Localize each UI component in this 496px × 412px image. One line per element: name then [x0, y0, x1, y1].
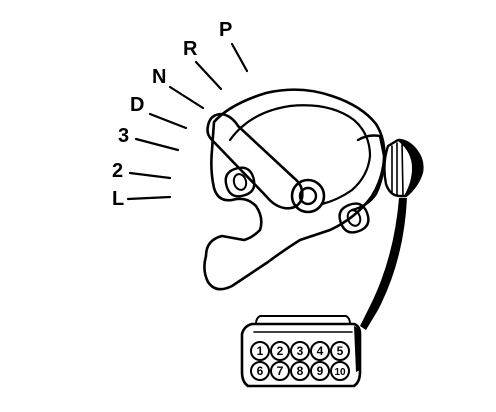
switch-rear-body [350, 134, 386, 212]
connector-10-pin: 1 2 3 4 5 6 7 8 9 10 [240, 315, 362, 388]
pin-3-circle [290, 341, 310, 361]
gear-leader-lines [126, 42, 249, 201]
pin-2-circle [270, 341, 290, 361]
leader-line-n [168, 85, 205, 110]
pin-7-circle [270, 361, 290, 381]
leader-line-l [126, 195, 172, 201]
leader-line-2 [128, 171, 172, 180]
wire-grommet [383, 138, 424, 198]
leader-line-r [194, 60, 223, 91]
leader-line-p [230, 42, 249, 73]
gear-label-3: 3 [118, 125, 129, 147]
pin-8-label: 8 [297, 364, 304, 378]
pin-7-label: 7 [277, 364, 284, 378]
gear-label-p: P [219, 19, 232, 41]
pin-3-label: 3 [297, 344, 304, 358]
pin-6-label: 6 [257, 364, 264, 378]
connector-pin-row-bottom: 6 7 8 9 10 [250, 361, 350, 381]
mounting-slot-right [338, 202, 370, 234]
pin-6-circle [250, 361, 270, 381]
switch-housing-outline [203, 88, 386, 291]
pin-4-circle [310, 341, 330, 361]
gear-label-2: 2 [112, 160, 123, 182]
selector-lever [206, 112, 304, 210]
gear-label-l: L [112, 188, 124, 210]
pivot-hub-inner [298, 186, 318, 206]
pin-8-circle [290, 361, 310, 381]
gear-label-d: D [130, 94, 144, 116]
connector-latch [255, 315, 351, 325]
pin-5-label: 5 [337, 344, 344, 358]
connector-shell [240, 322, 362, 388]
pin-10-circle [330, 361, 350, 381]
mounting-slot-left [224, 166, 256, 198]
switch-sector-arc [228, 104, 372, 206]
pin-5-circle [330, 341, 350, 361]
pin-2-label: 2 [277, 344, 284, 358]
pin-4-label: 4 [317, 344, 324, 358]
pin-10-label: 10 [334, 367, 346, 378]
pin-9-circle [310, 361, 330, 381]
gear-label-n: N [152, 66, 166, 88]
pivot-hub-outer [290, 178, 326, 214]
leader-line-d [148, 112, 188, 130]
connector-pin-row-top: 1 2 3 4 5 [250, 341, 350, 361]
leader-line-3 [134, 137, 180, 152]
wire-harness [360, 198, 407, 330]
pin-1-label: 1 [257, 344, 264, 358]
pin-9-label: 9 [317, 364, 324, 378]
gear-label-r: R [183, 38, 198, 60]
pin-1-circle [250, 341, 270, 361]
